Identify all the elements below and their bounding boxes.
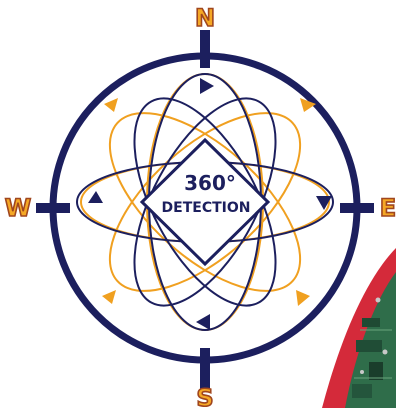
- orbit-arrow-icon: [104, 98, 118, 112]
- north-label: N: [195, 4, 215, 32]
- orbit-arrow-icon: [296, 290, 310, 306]
- south-label: S: [196, 384, 213, 408]
- orbit-arrow-icon: [88, 191, 103, 203]
- orbit-arrow-icon: [102, 290, 116, 304]
- badge-line1: 360°: [184, 171, 236, 195]
- east-label: E: [380, 194, 396, 222]
- west-label: W: [5, 194, 31, 222]
- badge-line2: DETECTION: [162, 200, 251, 216]
- orbit-arrow-icon: [196, 314, 210, 330]
- center-badge: 360° DETECTION: [142, 140, 268, 264]
- device-corner-image: [322, 248, 396, 408]
- orbit-arrow-icon: [200, 78, 214, 94]
